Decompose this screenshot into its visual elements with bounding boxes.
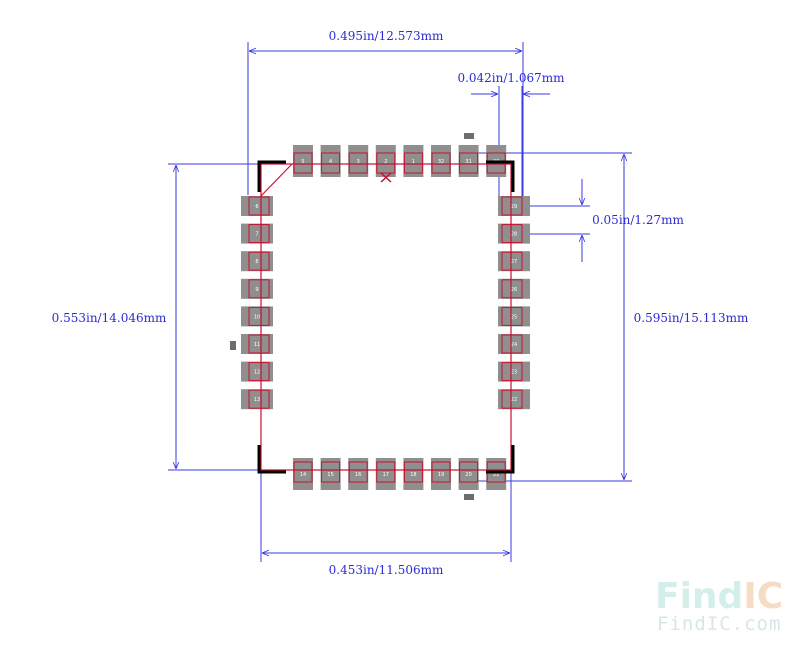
pin-number: 29 — [511, 204, 517, 210]
silk-corner-bottom-left — [257, 445, 286, 474]
pin-number: 32 — [438, 159, 444, 165]
pin-number: 17 — [383, 472, 389, 478]
pad-left-10: 10 — [241, 306, 273, 327]
pad-top-1: 1 — [403, 145, 424, 177]
pad-right-23: 23 — [498, 361, 530, 382]
silk-corner-bottom-right — [486, 445, 515, 474]
findic-logo: FindIC FindIC.com — [655, 576, 783, 635]
pin-number: 8 — [255, 259, 258, 265]
pin-number: 22 — [511, 397, 517, 403]
left-pad-column: 6 7 8 9 10 11 12 13 — [241, 196, 273, 410]
pad-left-12: 12 — [241, 361, 273, 382]
pad-left-11: 11 — [241, 334, 273, 354]
pin-number: 31 — [465, 159, 471, 165]
pin-number: 7 — [255, 232, 258, 238]
pad-top-32: 32 — [431, 145, 451, 177]
fiducial-left — [230, 341, 236, 350]
pin-number: 12 — [254, 370, 260, 376]
pad-top-31: 31 — [458, 145, 479, 177]
pad-right-25: 25 — [498, 306, 530, 327]
pin-number: 3 — [357, 159, 360, 165]
pin-number: 2 — [384, 159, 387, 165]
pad-left-6: 6 — [241, 196, 273, 216]
left-height-label: 0.553in/14.046mm — [52, 311, 167, 325]
silkscreen-corners — [257, 160, 515, 474]
pin-number: 24 — [511, 342, 517, 348]
bottom-pad-row: 14 15 16 17 18 19 20 21 — [293, 458, 507, 490]
pad-width-label: 0.042in/1.067mm — [457, 71, 565, 85]
pin-number: 9 — [255, 287, 258, 293]
pin-number: 5 — [301, 159, 304, 165]
silk-corner-top-left — [257, 160, 286, 192]
pad-right-27: 27 — [498, 251, 530, 272]
pin-number: 18 — [410, 472, 416, 478]
logo-ic-text: IC — [743, 576, 783, 617]
pin-number: 15 — [327, 472, 333, 478]
svg-text:FindIC: FindIC — [655, 576, 783, 617]
pad-left-9: 9 — [241, 278, 273, 299]
pad-right-28: 28 — [498, 223, 530, 244]
pad-left-8: 8 — [241, 251, 273, 272]
pitch-dimension: 0.05in/1.27mm — [512, 179, 685, 262]
pad-width-dimension: 0.042in/1.067mm — [457, 71, 565, 210]
pin1-chamfer — [260, 163, 293, 197]
fiducial-top — [464, 133, 474, 139]
pad-right-24: 24 — [498, 334, 530, 354]
pin-number: 28 — [511, 232, 517, 238]
pin-number: 16 — [355, 472, 361, 478]
pad-top-2: 2 — [375, 145, 396, 177]
pad-right-26: 26 — [498, 278, 530, 299]
pad-top-4: 4 — [320, 145, 341, 177]
top-width-dimension: 0.495in/12.573mm — [247, 29, 524, 205]
pin-number: 4 — [329, 159, 332, 165]
pin-number: 1 — [412, 159, 415, 165]
pin-number: 26 — [511, 287, 517, 293]
pad-right-22: 22 — [498, 389, 530, 410]
silk-corner-top-right — [486, 160, 515, 192]
right-pad-column: 29 28 27 26 25 24 23 22 — [498, 196, 530, 410]
pin-number: 19 — [438, 472, 444, 478]
pin-number: 13 — [254, 397, 260, 403]
pad-right-29: 29 — [498, 196, 530, 216]
right-height-label: 0.595in/15.113mm — [634, 311, 749, 325]
pad-bottom-21: 21 — [486, 458, 507, 490]
top-width-label: 0.495in/12.573mm — [329, 29, 444, 43]
pin-number: 6 — [255, 204, 258, 210]
bottom-width-label: 0.453in/11.506mm — [329, 563, 444, 577]
pin-number: 21 — [493, 472, 499, 478]
pad-bottom-20: 20 — [458, 458, 479, 490]
pad-top-5: 5 — [293, 145, 313, 177]
pad-left-13: 13 — [241, 389, 273, 410]
pad-bottom-18: 18 — [403, 458, 424, 490]
logo-find-text: Find — [655, 576, 743, 617]
pin-number: 27 — [511, 259, 517, 265]
pad-left-7: 7 — [241, 223, 273, 244]
pad-bottom-14: 14 — [293, 458, 313, 490]
pin1-marker — [380, 172, 392, 183]
pitch-label: 0.05in/1.27mm — [592, 213, 684, 227]
pin-number: 14 — [300, 472, 306, 478]
pad-top-3: 3 — [348, 145, 369, 177]
fiducial-bottom — [464, 494, 474, 500]
pin-number: 23 — [511, 370, 517, 376]
pad-bottom-16: 16 — [348, 458, 369, 490]
pin-number: 20 — [465, 472, 471, 478]
pad-bottom-19: 19 — [431, 458, 451, 490]
pad-bottom-15: 15 — [320, 458, 341, 490]
pin-number: 11 — [254, 342, 260, 348]
pin-number: 10 — [254, 314, 260, 320]
logo-url-text: FindIC.com — [657, 613, 781, 635]
body-outline — [260, 163, 512, 471]
pin-number: 25 — [511, 314, 517, 320]
pad-bottom-17: 17 — [375, 458, 396, 490]
